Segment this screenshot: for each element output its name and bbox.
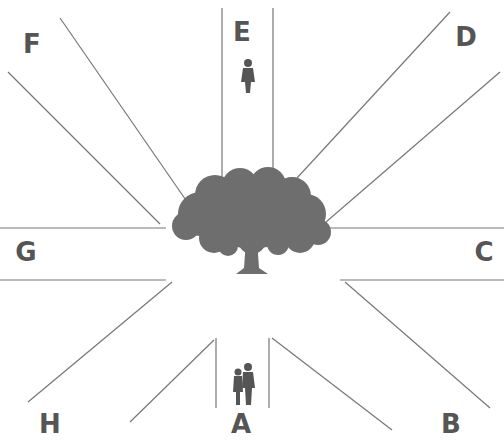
road-letter: D — [455, 24, 477, 50]
road-letter: E — [233, 19, 251, 45]
road-letter: B — [441, 411, 461, 437]
standing-couple — [233, 363, 255, 405]
road-letter: C — [474, 239, 493, 265]
road-letter: H — [39, 411, 61, 437]
walking-figure — [241, 59, 255, 93]
road-letter: A — [231, 411, 251, 437]
road-edges — [0, 8, 504, 430]
road-letter: G — [15, 239, 36, 265]
tree — [172, 167, 331, 274]
road-letter: F — [23, 31, 41, 57]
